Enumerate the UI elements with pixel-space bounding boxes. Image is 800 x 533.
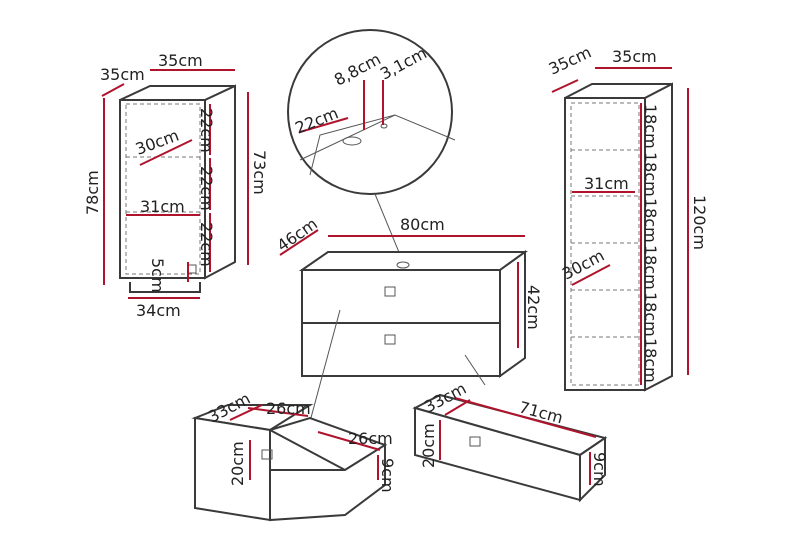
drawer-large-inner-height-label: 9cm <box>590 452 609 487</box>
wall-cabinet-rail <box>129 282 201 293</box>
shelf-height-label: 22cm <box>197 108 216 153</box>
tall-cabinet-depth-label: 35cm <box>546 42 595 78</box>
dim-line <box>299 117 349 133</box>
tall-shelf-height-label: 18cm <box>641 152 660 197</box>
wall-cabinet-inner <box>125 103 201 275</box>
wall-cabinet-front <box>119 99 206 279</box>
drawer-small-inner-height-label: 9cm <box>378 458 397 493</box>
detail-edge <box>309 114 396 176</box>
base-cabinet-depth-label: 46cm <box>273 214 321 255</box>
drawer-large-front-height-label: 20cm <box>419 423 438 468</box>
tall-cabinet-height-label: 120cm <box>690 195 709 250</box>
shelf-height-label: 22cm <box>197 222 216 267</box>
handle-icon <box>384 286 396 297</box>
tall-shelf-height-label: 18cm <box>641 292 660 337</box>
small-hole-label: 3,1cm <box>377 43 430 83</box>
drawer-small-front-height-label: 20cm <box>228 441 247 486</box>
dim-line <box>571 264 611 286</box>
drawer-small: 33cm 26cm 26cm 20cm 9cm <box>191 389 397 522</box>
drawer-small-width-right-label: 26cm <box>348 429 393 448</box>
base-cabinet-side <box>499 250 526 378</box>
tall-shelf-height-label: 18cm <box>641 338 660 383</box>
base-cabinet-width-label: 80cm <box>400 215 445 234</box>
handle-icon <box>469 436 481 447</box>
dim-line <box>279 229 319 256</box>
wall-cabinet-width-label: 35cm <box>158 51 203 70</box>
hole-icon <box>396 261 410 269</box>
wall-cabinet: 35cm 35cm 73cm 78cm 22cm 22cm 22cm 30cm … <box>83 51 269 320</box>
shelf-height-label: 22cm <box>197 166 216 211</box>
drawer-leader <box>464 354 486 386</box>
tall-shelf-height-label: 18cm <box>641 198 660 243</box>
tall-shelf-height-label: 18cm <box>641 245 660 290</box>
tall-cabinet-width-label: 35cm <box>612 47 657 66</box>
wall-cabinet-height-label: 73cm <box>250 150 269 195</box>
dim-line <box>317 431 381 451</box>
wall-cabinet-total-height-label: 78cm <box>83 170 102 215</box>
handle-icon <box>261 449 273 460</box>
base-cabinet-top <box>298 251 529 271</box>
hole-diameter-label: 8,8cm <box>331 49 384 89</box>
drawer-small-width-left-label: 26cm <box>266 399 311 418</box>
detail-leader <box>374 193 404 263</box>
hole-offset-label: 22cm <box>292 103 341 137</box>
dim-line <box>551 79 579 93</box>
shelf-width-label: 31cm <box>140 197 185 216</box>
dim-line <box>247 407 309 417</box>
tall-cabinet-front <box>564 97 646 391</box>
detail-circle <box>287 29 453 195</box>
tall-cabinet: 35cm 35cm 120cm 18cm 18cm 18cm 18cm 18cm… <box>546 42 709 392</box>
wall-cabinet-depth-label: 35cm <box>100 65 145 84</box>
dim-line <box>139 139 193 166</box>
drawer-side <box>269 443 386 522</box>
tall-shelf-height-label: 18cm <box>641 104 660 149</box>
tall-shelf-width-label: 31cm <box>584 174 629 193</box>
dim-line <box>444 399 471 416</box>
handle-gap-label: 5cm <box>148 258 167 293</box>
base-cabinet-height-label: 42cm <box>524 285 543 330</box>
drawer-front <box>414 406 581 502</box>
handle-icon <box>384 334 396 345</box>
wall-cabinet-bottom-width-label: 34cm <box>136 301 181 320</box>
drawer-large: 33cm 71cm 20cm 9cm <box>412 379 609 503</box>
dim-line <box>101 83 125 97</box>
base-cabinet: 46cm 80cm 42cm <box>273 214 543 441</box>
dim-line <box>229 404 263 421</box>
dim-line <box>454 397 597 438</box>
hole-icon <box>342 136 362 146</box>
